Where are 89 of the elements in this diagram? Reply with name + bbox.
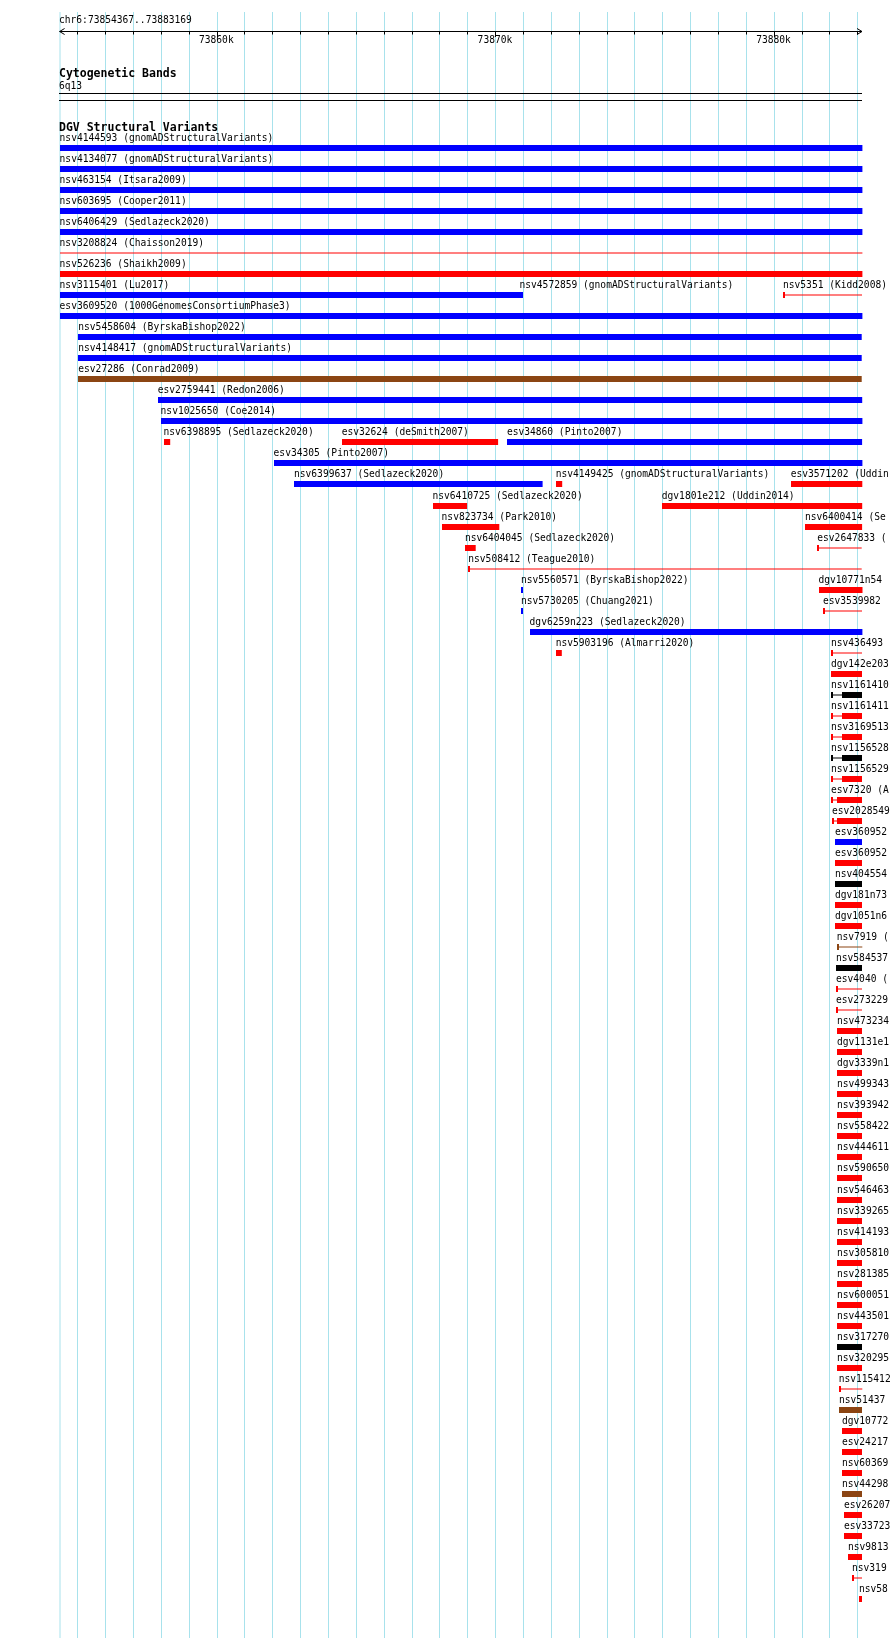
variant-label: esv360952 [835, 847, 887, 859]
variant-label: esv4040 ( [836, 973, 888, 986]
variant-label: dgv142e203 [831, 657, 889, 670]
variant-label: nsv558422 [837, 1120, 889, 1133]
variant-label: nsv1156529 [831, 762, 889, 775]
variant-label: esv24217 [842, 1435, 889, 1448]
variant-label: nsv317270 [837, 1330, 889, 1343]
scale-tick-label: 73870k [477, 34, 513, 46]
variant-label: nsv436493 [831, 636, 883, 649]
variant-label: esv273229 [836, 994, 888, 1007]
variant-label: nsv3208824 (Chaisson2019) [59, 237, 204, 250]
track-title: DGV Structural Variants [59, 121, 219, 133]
variant-label: esv3609520 (1000GenomesConsortiumPhase3) [59, 300, 291, 313]
variant-label: nsv600051 [837, 1288, 889, 1301]
variant-label: dgv1051n6 [835, 910, 887, 923]
variant-label: nsv463154 (Itsara2009) [59, 174, 187, 187]
variant-label: nsv5560571 (ByrskaBishop2022) [521, 573, 689, 586]
variant-label: nsv5903196 (Almarri2020) [555, 636, 695, 649]
variant-label: nsv590650 [837, 1162, 889, 1175]
variant-label: nsv1161410 [831, 678, 889, 691]
variant-label: nsv6404045 (Sedlazeck2020) [464, 531, 616, 544]
variant-label: dgv10772 [842, 1414, 889, 1427]
variant-label: nsv393942 [837, 1099, 889, 1112]
variant-label: esv3571202 (Uddin [790, 468, 889, 481]
variant-label: nsv4572859 (gnomADStructuralVariants) [519, 279, 734, 292]
variant-label: dgv1801e212 (Uddin2014) [661, 489, 795, 502]
variant-label: nsv473234 [837, 1015, 889, 1028]
variant-label: nsv305810 [837, 1246, 889, 1259]
variant-label: esv34305 (Pinto2007) [273, 447, 390, 460]
variant-label: nsv6399637 (Sedlazeck2020) [294, 468, 445, 481]
variant-label: nsv4144593 (gnomADStructuralVariants) [59, 132, 274, 144]
variant-label: nsv5730205 (Chuang2021) [521, 594, 654, 607]
variant-label: esv2647833 ( [817, 531, 887, 544]
variant-label: nsv58 [859, 1583, 888, 1596]
variant-label: nsv6406429 (Sedlazeck2020) [59, 216, 210, 229]
variant-label: nsv444611 [837, 1141, 889, 1154]
scale-tick-label: 73880k [756, 34, 791, 46]
variant-label: nsv4134077 (gnomADStructuralVariants) [59, 153, 274, 165]
variant-label: nsv414193 [837, 1225, 889, 1238]
variant-label: nsv6398895 (Sedlazeck2020) [163, 426, 314, 439]
variant-label: esv27286 (Conrad2009) [78, 363, 200, 376]
coordinate-label: chr6:73854367..73883169 [59, 14, 192, 26]
variant-label: nsv404554 [835, 868, 887, 881]
variant-label: nsv281385 [837, 1267, 889, 1280]
scale-tick-label: 73860k [199, 34, 234, 46]
variant-label: nsv526236 (Shaikh2009) [59, 258, 187, 271]
variant-label: nsv5458604 (ByrskaBishop2022) [78, 321, 246, 334]
variant-label: dgv10771n54 [818, 573, 883, 586]
variant-label: nsv443501 [837, 1309, 889, 1322]
variant-label: nsv6410725 (Sedlazeck2020) [432, 489, 583, 502]
variant-label: nsv339265 [837, 1204, 889, 1217]
variant-label: nsv4148417 (gnomADStructuralVariants) [78, 342, 292, 355]
variant-label: esv7320 (A [831, 783, 889, 796]
variant-label: nsv115412 [838, 1372, 890, 1385]
variant-label: nsv1025650 (Coe2014) [160, 405, 277, 418]
variant-label: esv2028549 [832, 804, 890, 817]
variant-label: esv26207 [844, 1498, 890, 1511]
band-label: 6q13 [59, 80, 83, 92]
variant-label: dgv181n73 [835, 889, 887, 902]
variant-label: esv32624 (deSmith2007) [341, 426, 469, 439]
variant-label: esv2759441 (Redon2006) [157, 384, 285, 397]
variant-label: nsv1156528 [831, 741, 889, 754]
variant-label: dgv1131e1 [837, 1036, 889, 1049]
variant-label: nsv60369 [842, 1456, 889, 1469]
variant-label: nsv5351 (Kidd2008) [783, 279, 887, 292]
variant-label: nsv823734 (Park2010) [441, 510, 558, 523]
variant-label: nsv3169513 [831, 720, 889, 733]
variant-label: nsv44298 [842, 1477, 889, 1490]
variant-label: nsv3115401 (Lu2017) [59, 279, 170, 292]
variant-label: nsv546463 [837, 1183, 889, 1196]
variant-label: nsv51437 [839, 1393, 886, 1406]
variant-label: nsv584537 [836, 952, 888, 965]
variant-label: esv3539982 [823, 594, 881, 607]
variant-label: dgv3339n1 [837, 1057, 889, 1070]
variant-label: nsv320295 [837, 1351, 889, 1364]
variant-label: esv33723 [844, 1519, 890, 1532]
variant-label: esv34860 (Pinto2007) [506, 426, 623, 439]
variant-label: nsv508412 (Teague2010) [468, 552, 596, 565]
variant-label: nsv9813 [848, 1541, 889, 1553]
variant-label: esv360952 [835, 826, 887, 838]
variant-label: nsv1161411 [831, 699, 889, 712]
variant-label: nsv7919 ( [836, 931, 889, 944]
variant-label: nsv319 [852, 1562, 887, 1575]
variant-label: nsv6400414 (Se [804, 510, 886, 523]
track-title: Cytogenetic Bands [59, 67, 177, 79]
variant-label: nsv603695 (Cooper2011) [59, 195, 187, 208]
variant-label: nsv4149425 (gnomADStructuralVariants) [555, 468, 770, 481]
variant-label: dgv6259n223 (Sedlazeck2020) [529, 615, 686, 628]
variant-label: nsv499343 [837, 1078, 889, 1091]
